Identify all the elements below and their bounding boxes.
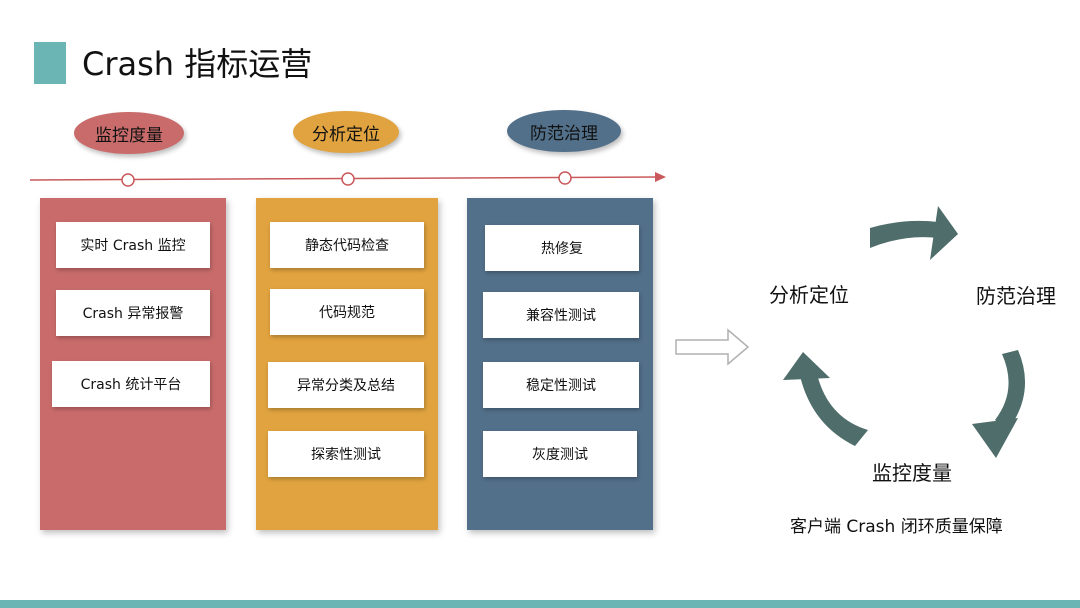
transition-arrow-icon (675, 328, 750, 366)
card-realtime-crash-monitor: 实时 Crash 监控 (56, 222, 210, 268)
card-crash-stats-platform: Crash 统计平台 (52, 361, 210, 407)
card-code-standards: 代码规范 (270, 289, 424, 335)
card-grayscale-testing: 灰度测试 (483, 431, 637, 477)
title-accent-bar (34, 42, 66, 84)
phase-pill-prevent: 防范治理 (507, 110, 621, 152)
phase-pill-analyze: 分析定位 (293, 111, 399, 153)
cycle-arrow-left-icon (783, 352, 868, 446)
timeline-arrowhead (655, 172, 666, 182)
cycle-label-prevent: 防范治理 (976, 284, 1056, 308)
cycle-caption: 客户端 Crash 闭环质量保障 (790, 517, 1003, 537)
timeline-node-prevent (558, 171, 572, 185)
cycle-label-analyze: 分析定位 (769, 283, 849, 307)
card-stability-testing: 稳定性测试 (483, 362, 639, 408)
card-exception-classification: 异常分类及总结 (268, 362, 424, 408)
timeline-node-monitor (121, 173, 135, 187)
page-title: Crash 指标运营 (82, 45, 313, 83)
card-exploratory-testing: 探索性测试 (268, 431, 424, 477)
footer-bar (0, 600, 1080, 608)
cycle-label-monitor: 监控度量 (872, 461, 952, 485)
card-hotfix: 热修复 (485, 225, 639, 271)
card-compatibility-testing: 兼容性测试 (483, 292, 639, 338)
phase-column-analyze: 静态代码检查 代码规范 异常分类及总结 探索性测试 (256, 198, 438, 530)
phase-pill-monitor: 监控度量 (74, 112, 184, 154)
timeline-node-analyze (341, 172, 355, 186)
card-static-code-check: 静态代码检查 (270, 222, 424, 268)
cycle-arrow-right-icon (972, 350, 1026, 458)
phase-column-prevent: 热修复 兼容性测试 稳定性测试 灰度测试 (467, 198, 653, 530)
card-crash-alert: Crash 异常报警 (56, 290, 210, 336)
phase-column-monitor: 实时 Crash 监控 Crash 异常报警 Crash 统计平台 (40, 198, 226, 530)
cycle-arrow-top-icon (870, 206, 958, 260)
